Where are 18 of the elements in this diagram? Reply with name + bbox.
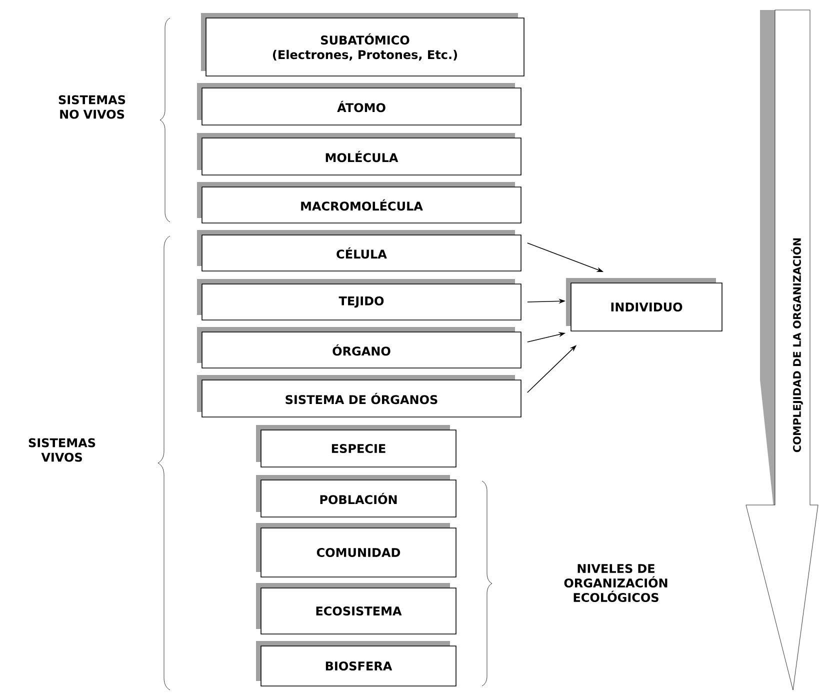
level-box: MOLÉCULA bbox=[197, 133, 522, 176]
level-box: SISTEMA DE ÓRGANOS bbox=[197, 375, 522, 418]
level-box: ÓRGANO bbox=[197, 327, 522, 368]
level-box: BIOSFERA bbox=[256, 641, 456, 686]
group-label: NIVELES DE ORGANIZACIÓN ECOLÓGICOS bbox=[564, 564, 668, 602]
level-box: POBLACIÓN bbox=[256, 475, 456, 518]
level-box: ÁTOMO bbox=[197, 83, 522, 126]
level-box: ECOSISTEMA bbox=[256, 583, 456, 634]
group-label: SISTEMAS NO VIVOS bbox=[58, 95, 126, 119]
group-label: SISTEMAS VIVOS bbox=[28, 438, 96, 462]
node-label: COMPLEJIDAD DE LA ORGANIZACIÓN bbox=[791, 238, 803, 452]
level-box: CÉLULA bbox=[197, 230, 522, 272]
level-box: SUBATÓMICO (Electrones, Protones, Etc.) bbox=[201, 13, 524, 76]
level-box: INDIVIDUO bbox=[566, 278, 722, 332]
level-box: MACROMOLÉCULA bbox=[197, 182, 522, 224]
level-box: ESPECIE bbox=[256, 425, 456, 468]
level-box: COMUNIDAD bbox=[256, 523, 456, 578]
level-box: TEJIDO bbox=[197, 279, 522, 320]
